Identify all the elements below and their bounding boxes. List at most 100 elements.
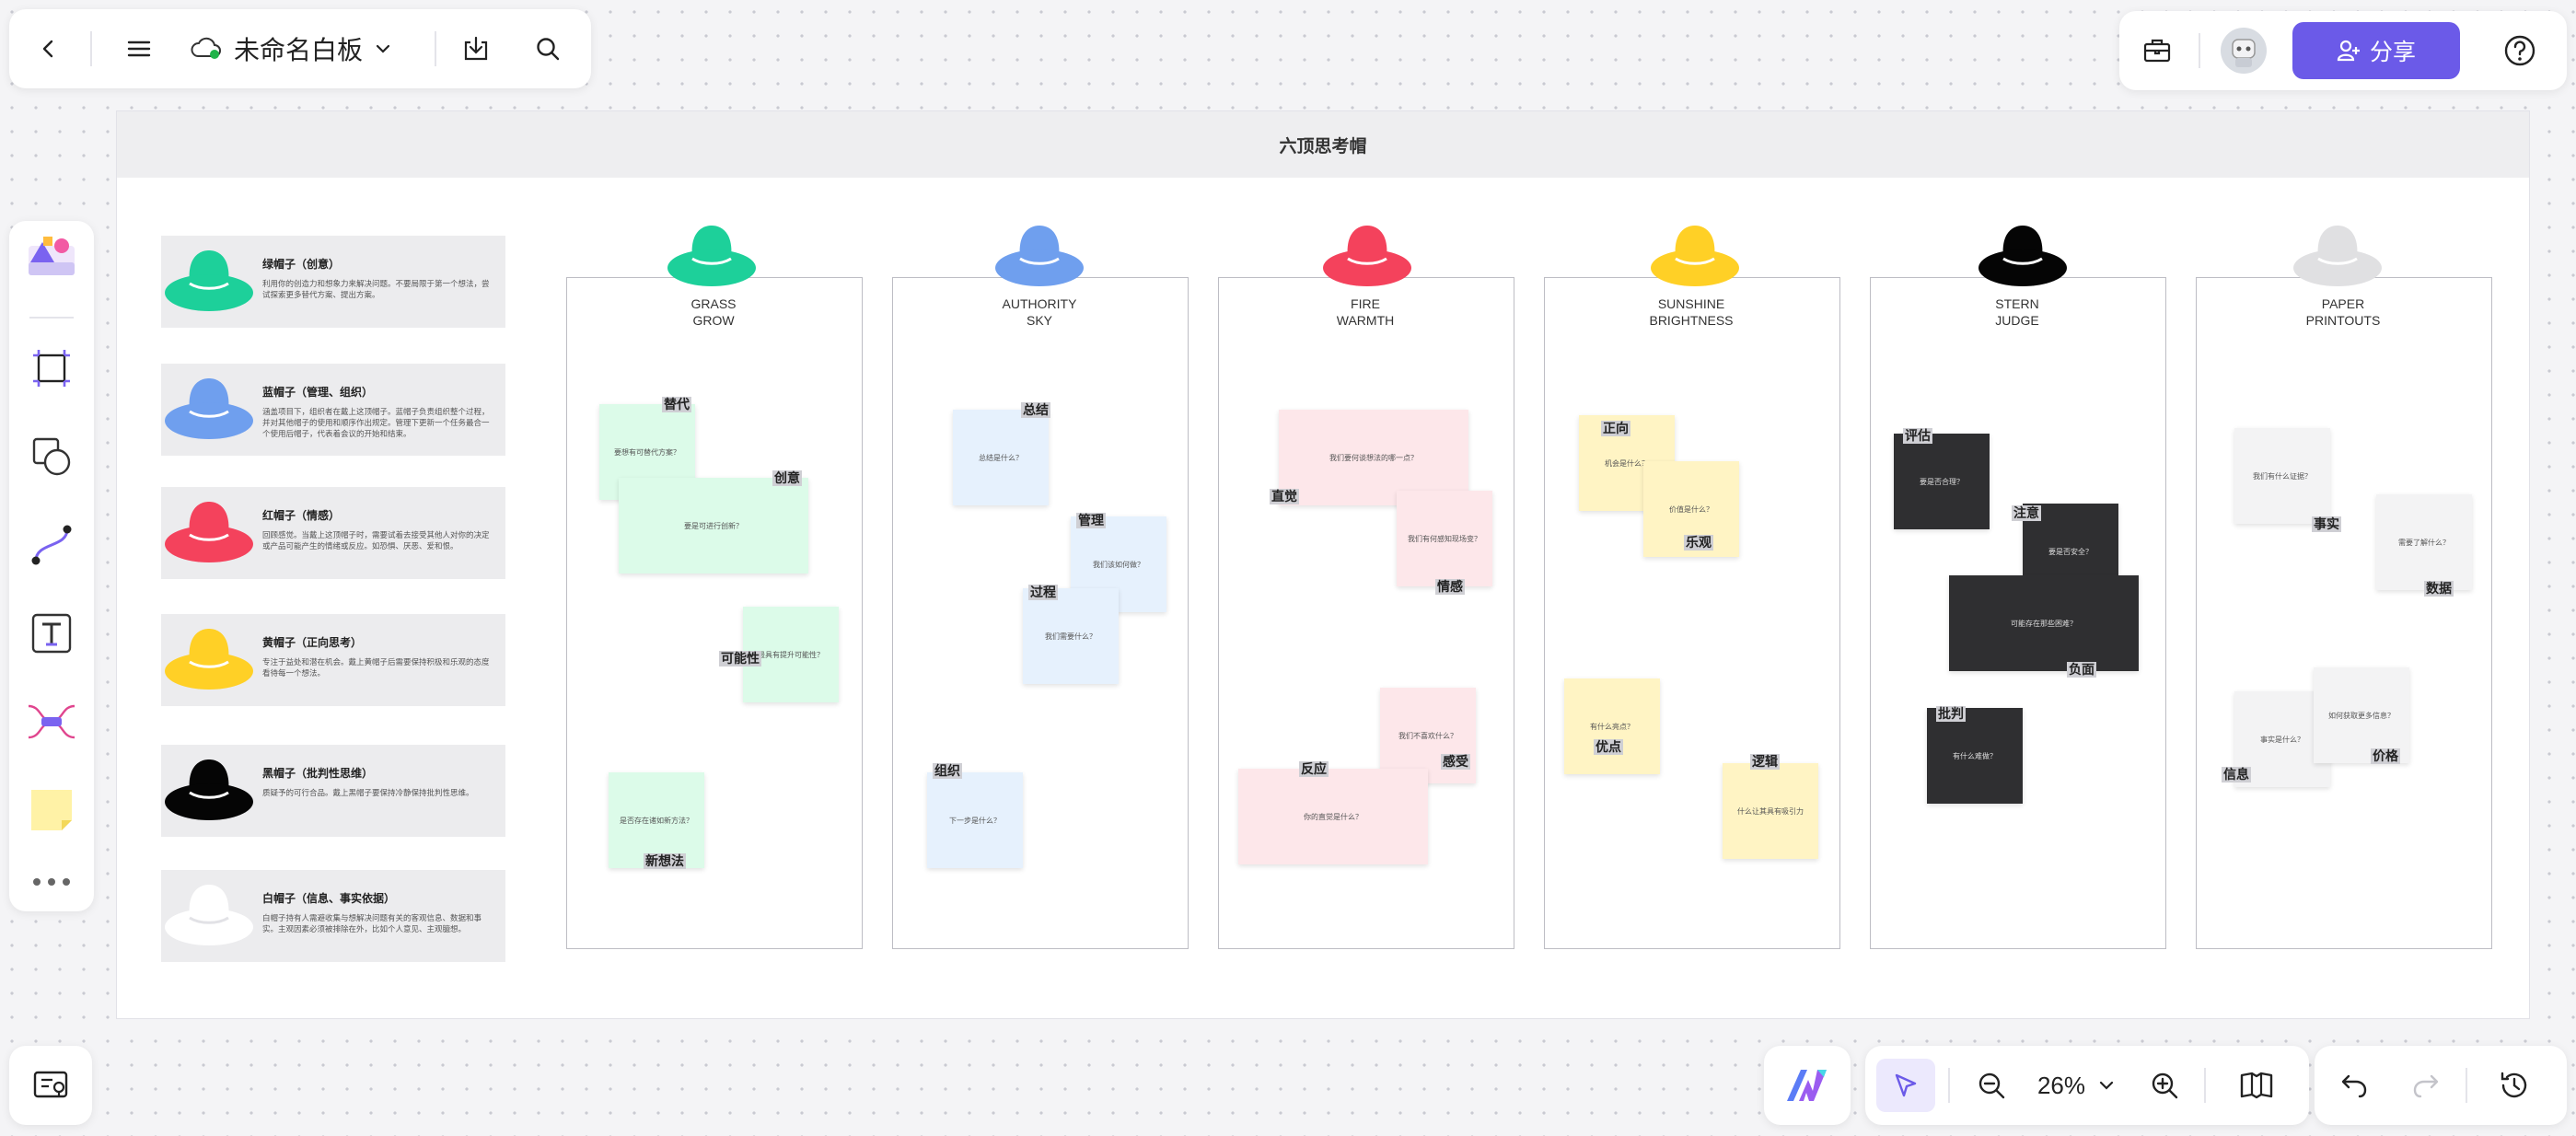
sticky-note-tool[interactable] [26, 784, 77, 836]
minimap-panel [9, 1046, 92, 1125]
legend-black[interactable]: 黑帽子（批判性思维） 质疑予的可行合品。戴上黑帽子要保持冷静保持批判性思维。 [161, 745, 505, 837]
yellow-hat-icon [1651, 226, 1739, 286]
legend-yellow[interactable]: 黄帽子（正向思考） 专注于益处和潜在机会。戴上黄帽子后需要保持积极和乐观的态度看… [161, 614, 505, 706]
share-button[interactable]: 分享 [2292, 22, 2460, 79]
board-heading: 六顶思考帽 [1279, 136, 1367, 156]
history-icon [2501, 1072, 2527, 1098]
legend-blue[interactable]: 蓝帽子（管理、组织） 涵盖项目下，组织者在戴上这顶帽子。蓝帽子负责组织整个过程，… [161, 364, 505, 456]
board-header: 六顶思考帽 [117, 111, 2529, 178]
sticky-note[interactable]: 我们要何谈想法的哪一点？ [1279, 410, 1468, 505]
sticky-note[interactable]: 什么让其具有吸引力 [1723, 763, 1818, 859]
legend-green[interactable]: 绿帽子（创意） 利用你的创造力和想象力来解决问题。不要局限于第一个想法，尝试探索… [161, 236, 505, 328]
note-tag: 价格 [2371, 748, 2400, 764]
search-icon [537, 38, 560, 61]
chevron-down-icon [376, 44, 390, 53]
select-tool-button[interactable] [1876, 1059, 1935, 1112]
ai-assistant-button[interactable] [1781, 1061, 1834, 1110]
toolbox-button[interactable] [2136, 29, 2178, 72]
search-button[interactable] [527, 28, 569, 70]
note-tag: 反应 [1299, 761, 1329, 777]
note-tag: 组织 [933, 763, 962, 779]
map-location-icon [33, 1071, 68, 1098]
redo-icon [2413, 1074, 2439, 1098]
note-tag: 管理 [1076, 513, 1106, 528]
template-tool[interactable] [26, 230, 77, 282]
six-thinking-hats-board[interactable]: 六顶思考帽 绿帽子（创意） 利用你的创造力和想象力来解决问题。不要局限于第一个想… [116, 110, 2530, 1019]
sticky-note[interactable]: 要是否合理？ [1894, 434, 1990, 529]
menu-button[interactable] [118, 28, 160, 70]
shapes-icon [32, 437, 71, 476]
note-tag: 注意 [2012, 505, 2041, 521]
white-hat-icon [165, 885, 253, 945]
undo-button[interactable] [2333, 1064, 2375, 1107]
share-label: 分享 [2369, 40, 2416, 65]
avatar[interactable] [2221, 28, 2267, 74]
top-right-toolbar: 分享 [2119, 11, 2567, 90]
text-tool[interactable] [26, 608, 77, 659]
presentation-mode-button[interactable] [2232, 1064, 2281, 1107]
template-library-icon [29, 237, 75, 275]
more-tools-button[interactable] [26, 856, 77, 908]
zoom-out-button[interactable] [1970, 1064, 2013, 1107]
sticky-note[interactable]: 我们需要什么？ [1023, 588, 1119, 684]
sticky-note[interactable]: 总结是什么？ [953, 410, 1049, 505]
download-button[interactable] [455, 28, 497, 70]
sticky-note[interactable]: 你的直觉是什么？ [1238, 769, 1428, 864]
yellow-hat-icon [165, 629, 253, 690]
sticky-note[interactable]: 有什么难做？ [1927, 708, 2023, 804]
title-dropdown[interactable]: 未命名白板 [190, 26, 424, 72]
column-title-line1: FIRE [1351, 296, 1380, 311]
help-button[interactable] [2499, 29, 2541, 72]
board-title[interactable]: 未命名白板 [234, 36, 364, 64]
column-title-line2: SKY [1026, 313, 1052, 328]
column-title-line1: STERN [1995, 296, 2039, 311]
note-tag: 数据 [2424, 581, 2454, 597]
briefcase-icon [2143, 39, 2171, 63]
legend-white[interactable]: 白帽子（信息、事实依据） 白帽子持有人需避收集与想解决问题有关的客观信息、数据和… [161, 870, 505, 962]
column-title-line2: JUDGE [1995, 313, 2039, 328]
sticky-note[interactable]: 我们有何感知现场变？ [1397, 491, 1492, 586]
gray-hat-icon [2293, 226, 2382, 286]
sticky-note[interactable]: 是否存在诸如新方法？ [609, 772, 704, 868]
column-title-line2: GROW [692, 313, 735, 328]
legend-title: 白帽子（信息、事实依据） [262, 892, 396, 905]
legend-desc: 利用你的创造力和想象力来解决问题。不要局限于第一个想法，尝试探索更多替代方案、提… [262, 279, 490, 299]
legend-red[interactable]: 红帽子（情感） 回顾感觉。当戴上这顶帽子时，需要试着去接受其他人对你的决定或产品… [161, 487, 505, 579]
legend-title: 蓝帽子（管理、组织） [262, 386, 374, 399]
sticky-note[interactable]: 下一步是什么？ [927, 772, 1023, 868]
minimap-button[interactable] [28, 1064, 74, 1107]
history-button[interactable] [2493, 1064, 2535, 1107]
sticky-note[interactable]: 我们该如何做？ [1071, 516, 1166, 612]
ai-logo-icon [1787, 1070, 1827, 1101]
sticky-note[interactable]: 有什么亮点？ [1564, 678, 1660, 774]
sticky-note[interactable]: 要是可进行创新？ [619, 478, 808, 574]
column-title-line2: WARMTH [1336, 313, 1395, 328]
redo-button[interactable] [2405, 1064, 2447, 1107]
menu-icon [127, 41, 151, 57]
legend-desc: 回顾感觉。当戴上这顶帽子时，需要试着去接受其他人对你的决定或产品可能产生的情绪或… [262, 530, 490, 551]
legend-desc: 白帽子持有人需避收集与想解决问题有关的客观信息、数据和事实。主观因素必须被排除在… [262, 913, 482, 933]
mindmap-tool[interactable] [26, 696, 77, 748]
zoom-level-dropdown[interactable]: 26% [2024, 1064, 2129, 1107]
column-white[interactable] [2196, 277, 2492, 949]
sticky-note[interactable]: 我们有什么证据？ [2234, 428, 2330, 524]
frame-tool[interactable] [26, 342, 77, 394]
connector-tool[interactable] [26, 519, 77, 571]
divider [90, 31, 92, 66]
robot-avatar-icon [2232, 39, 2256, 67]
legend-desc: 涵盖项目下，组织者在戴上这顶帽子。蓝帽子负责组织整个过程，并对其他帽子的使用和顺… [262, 407, 490, 438]
divider [2204, 1068, 2206, 1103]
sticky-note[interactable]: 需要了解什么？ [2376, 494, 2472, 590]
mindmap-icon [28, 704, 75, 739]
book-open-icon [2240, 1072, 2273, 1099]
note-tag: 正向 [1601, 421, 1630, 436]
green-hat-icon [667, 226, 756, 286]
shape-tool[interactable] [26, 431, 77, 482]
sticky-note[interactable]: 可能存在那些困难？ [1949, 575, 2139, 671]
sticky-note[interactable]: 如何获取更多信息？ [2314, 667, 2409, 763]
note-tag: 替代 [662, 397, 691, 412]
back-button[interactable] [28, 28, 70, 70]
sticky-note-icon [31, 790, 72, 830]
zoom-in-button[interactable] [2143, 1064, 2186, 1107]
